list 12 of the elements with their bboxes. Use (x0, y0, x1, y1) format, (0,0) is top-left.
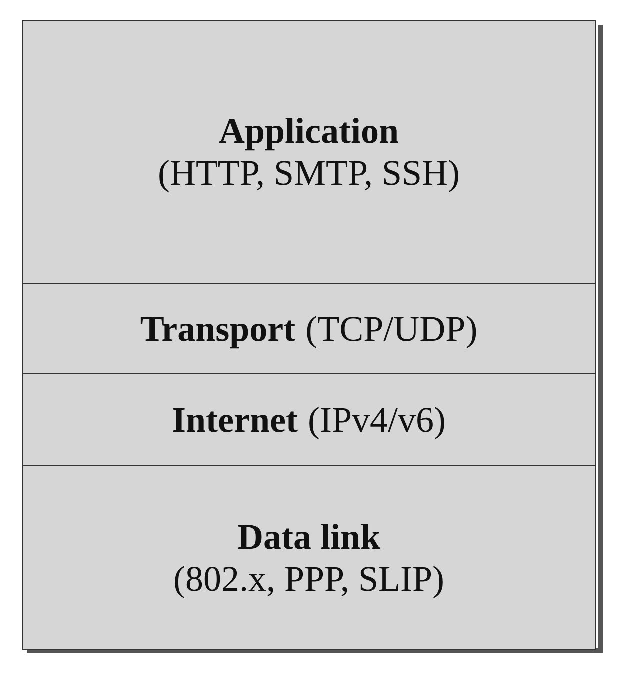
layer-band (22, 283, 596, 374)
layer-name: Internet (172, 398, 298, 440)
protocol-list: (IPv4/v6) (308, 398, 446, 440)
layer-name: Data link (237, 516, 381, 558)
protocol-list: (HTTP, SMTP, SSH) (158, 152, 460, 194)
protocol-list: (802.x, PPP, SLIP) (173, 558, 445, 600)
layer-name: Transport (140, 308, 296, 350)
layer-band (22, 465, 596, 650)
layer-band (22, 373, 596, 466)
protocol-list: (TCP/UDP) (306, 308, 478, 350)
layer-name: Application (218, 110, 400, 152)
layer-band (22, 20, 596, 284)
